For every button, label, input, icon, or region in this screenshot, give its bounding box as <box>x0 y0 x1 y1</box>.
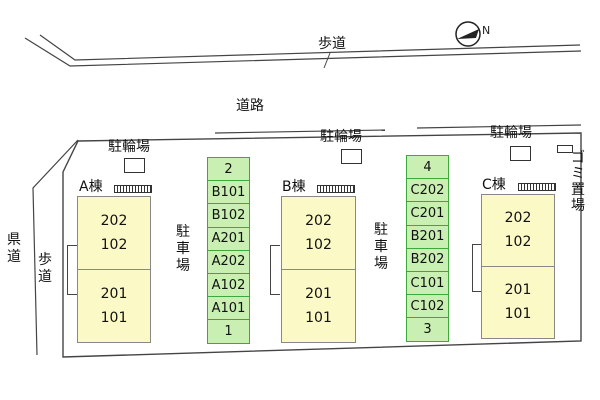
bicycle-parking-a <box>124 158 145 173</box>
building-a: 202 102 201 101 <box>77 196 151 343</box>
parking-space: 4 <box>406 155 449 180</box>
parking-space: B202 <box>406 247 449 272</box>
parking-space: B201 <box>406 224 449 249</box>
building-c-name: C棟 <box>482 177 506 193</box>
parking-space: C101 <box>406 270 449 296</box>
unit-label: 102 <box>100 236 128 253</box>
garbage-area-label: ゴ ミ 置 場 <box>571 150 585 214</box>
unit-label: 201 <box>305 285 332 302</box>
parking-column-1: 2 B101 B102 A201 A202 A102 A101 1 <box>207 157 250 344</box>
building-b-name: B棟 <box>282 179 306 195</box>
building-a-name: A棟 <box>79 179 103 195</box>
building-c-upper-units: 202 102 <box>482 195 554 267</box>
building-b-upper-units: 202 102 <box>282 197 355 270</box>
sidewalk-label-left: 歩 道 <box>38 252 52 285</box>
building-a-meter-icon <box>114 185 152 193</box>
parking-label-left: 駐 車 場 <box>176 224 190 274</box>
parking-space: A201 <box>207 226 250 251</box>
garbage-area-icon <box>557 145 573 153</box>
parking-space: C202 <box>406 178 449 203</box>
unit-label: 101 <box>305 309 332 326</box>
bicycle-parking-label-a: 駐輪場 <box>108 139 150 155</box>
bicycle-parking-b <box>341 149 362 164</box>
north-arrow-icon: N <box>455 21 490 47</box>
north-label: N <box>482 24 490 37</box>
bicycle-parking-c <box>510 146 531 161</box>
unit-label: 202 <box>100 212 128 229</box>
building-c-meter-icon <box>518 183 556 191</box>
bicycle-parking-label-b: 駐輪場 <box>320 129 362 145</box>
parking-space: A101 <box>207 296 250 321</box>
parking-space: B102 <box>207 203 250 228</box>
parking-space: A102 <box>207 272 250 298</box>
parking-space: A202 <box>207 249 250 274</box>
unit-label: 201 <box>504 282 532 299</box>
parking-space: 1 <box>207 319 250 344</box>
parking-column-2: 4 C202 C201 B201 B202 C101 C102 3 <box>406 155 449 342</box>
unit-label: 102 <box>504 234 532 251</box>
unit-label: 201 <box>100 285 128 302</box>
unit-label: 101 <box>100 309 128 326</box>
building-a-upper-units: 202 102 <box>78 197 150 270</box>
unit-label: 102 <box>305 236 332 253</box>
prefectural-road-label: 県 道 <box>7 232 21 265</box>
unit-label: 101 <box>504 306 532 323</box>
building-b-lower-units: 201 101 <box>282 270 355 343</box>
building-a-stairs <box>67 245 77 295</box>
building-a-lower-units: 201 101 <box>78 270 150 343</box>
parking-label-right: 駐 車 場 <box>374 222 388 272</box>
parking-space: C201 <box>406 201 449 226</box>
bicycle-parking-label-c: 駐輪場 <box>490 125 532 141</box>
building-b: 202 102 201 101 <box>281 196 356 343</box>
sidewalk-label-top: 歩道 <box>318 36 346 52</box>
parking-space: C102 <box>406 294 449 319</box>
unit-label: 202 <box>504 210 532 227</box>
building-c-lower-units: 201 101 <box>482 267 554 339</box>
parking-space: 2 <box>207 157 250 182</box>
road-label: 道路 <box>236 98 264 114</box>
building-c-stairs <box>472 244 482 292</box>
parking-space: 3 <box>406 317 449 342</box>
unit-label: 202 <box>305 212 332 229</box>
parking-space: B101 <box>207 180 250 205</box>
building-b-meter-icon <box>317 185 355 193</box>
building-c: 202 102 201 101 <box>481 194 555 339</box>
building-b-stairs <box>270 245 280 295</box>
